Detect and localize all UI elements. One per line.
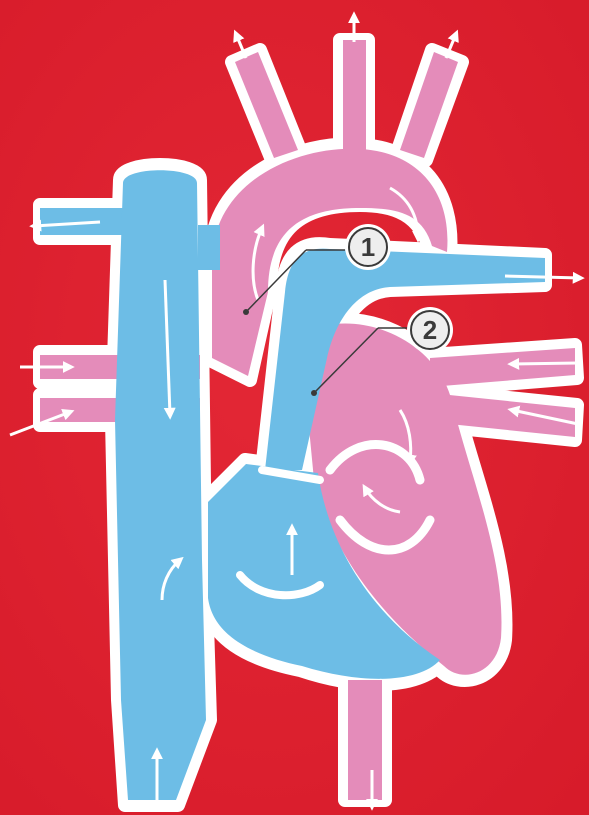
vena-cava [115,170,206,800]
descending-aorta [348,680,382,800]
callout-1-number: 1 [361,232,375,262]
callout-2-number: 2 [423,315,437,345]
pulmonary-branch-stub [198,225,220,270]
callout-2-dot [311,390,317,396]
arrow-pulmonary-right [505,276,580,278]
left-carotid-branch [343,40,366,160]
arrow-pv-right-upper [512,363,578,364]
callout-1-dot [243,309,249,315]
